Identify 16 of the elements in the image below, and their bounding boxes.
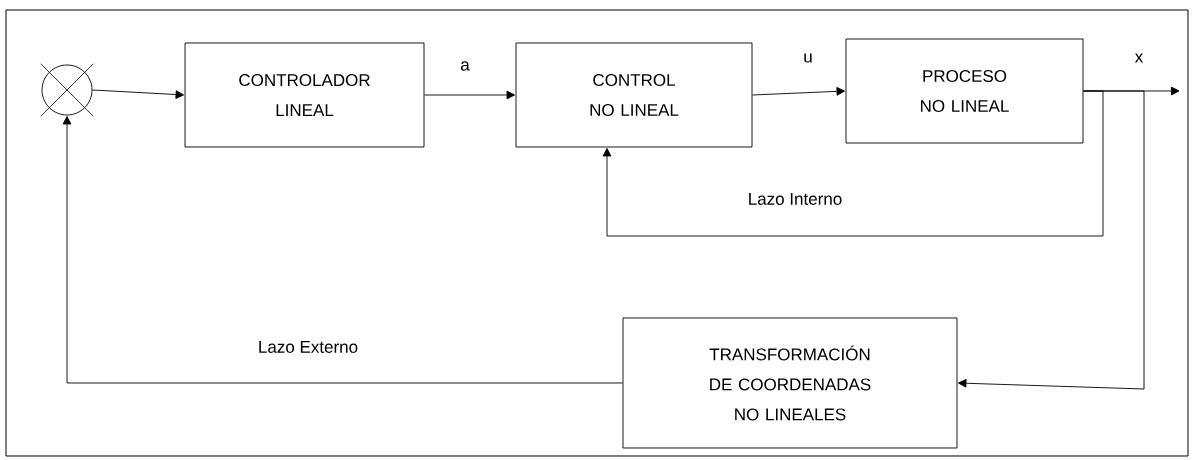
arrow [62, 116, 623, 384]
edge-label: Lazo Externo [255, 339, 361, 355]
edge-label: u [801, 51, 815, 65]
process-box: CONTROLADOR LINEAL [184, 42, 425, 148]
arrow [958, 90, 1145, 390]
process-box: CONTROL NO LINEAL [515, 42, 753, 148]
edge-label: Lazo Interno [745, 191, 845, 207]
arrow [752, 87, 845, 96]
edge-label: x [1132, 51, 1146, 65]
edge-label: a [458, 59, 472, 73]
arrow [92, 89, 184, 99]
process-box: PROCESO NO LINEAL [845, 38, 1084, 144]
summing-junction [40, 63, 94, 117]
arrow [602, 90, 1104, 237]
process-box: TRANSFORMACIÓN DE COORDENADAS NO LINEALES [622, 317, 958, 449]
arrow [424, 90, 515, 100]
